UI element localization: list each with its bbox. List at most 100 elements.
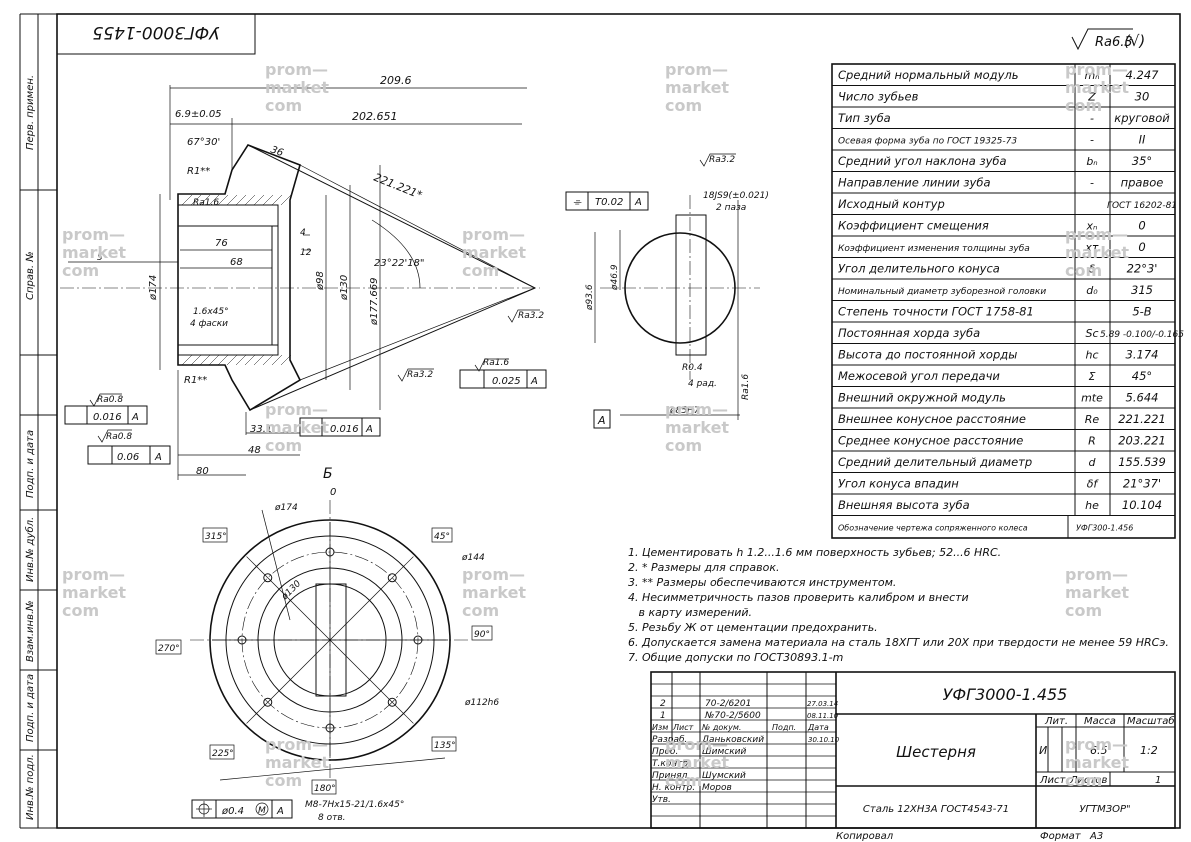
param-name: Высота до постоянной хорды bbox=[838, 348, 1017, 362]
view-b bbox=[190, 500, 470, 781]
param-name: Межосевой угол передачи bbox=[838, 369, 1000, 383]
scale-label: Масштаб bbox=[1127, 715, 1175, 727]
role-date: 30.10.10 bbox=[808, 736, 840, 744]
angle-45: 45° bbox=[434, 532, 450, 542]
param-name: Угол делительного конуса bbox=[838, 262, 1000, 276]
param-value: 35° bbox=[1132, 154, 1152, 168]
bolt-hole bbox=[263, 697, 273, 707]
watermark: prom— bbox=[265, 735, 328, 754]
dim-80: 80 bbox=[196, 466, 209, 477]
watermark: market bbox=[62, 243, 126, 262]
param-name: Постоянная хорда зуба bbox=[838, 326, 980, 340]
watermark: prom— bbox=[265, 400, 328, 419]
svg-text:A: A bbox=[131, 412, 139, 423]
param-value: II bbox=[1139, 133, 1146, 147]
watermark: prom— bbox=[62, 225, 125, 244]
rev-izm: 1 bbox=[660, 711, 666, 721]
role-name: Т.контр. bbox=[652, 759, 691, 769]
datum-a: A bbox=[597, 414, 606, 427]
watermark: prom— bbox=[462, 225, 525, 244]
dim-r1a: R1** bbox=[187, 166, 210, 177]
dim-177: ø177.669 bbox=[369, 278, 380, 326]
param-symbol: Z bbox=[1087, 91, 1096, 104]
watermark: prom— bbox=[665, 60, 728, 79]
note: в карту измерений. bbox=[628, 606, 752, 619]
angle-135: 135° bbox=[434, 741, 456, 751]
title-block-text: УФГ3000-1.455 Шестерня Сталь 12ХН3А ГОСТ… bbox=[836, 685, 1175, 842]
dim-174: ø174 bbox=[148, 275, 159, 301]
param-name: Средний угол наклона зуба bbox=[838, 154, 1007, 168]
watermark: com bbox=[62, 601, 99, 620]
watermark: prom— bbox=[665, 735, 728, 754]
bolt-hole bbox=[387, 573, 397, 583]
note: 5. Резьбу Ж от цементации предохранить. bbox=[628, 621, 878, 634]
dim-chamfer: 1.6x45° bbox=[193, 307, 229, 317]
view-label: Б bbox=[323, 466, 333, 482]
dim-v174: ø174 bbox=[274, 503, 298, 513]
note: 1. Цементировать h 1.2...1.6 мм поверхно… bbox=[628, 546, 1001, 559]
hdr-sign: Подп. bbox=[772, 723, 796, 732]
dim-76: 76 bbox=[215, 238, 228, 249]
mmc-icon bbox=[255, 802, 269, 816]
param-symbol: xₙ bbox=[1086, 220, 1098, 233]
side-stamp: Подп. и дата bbox=[25, 430, 36, 498]
watermark: market bbox=[462, 583, 526, 602]
watermark: com bbox=[265, 96, 302, 115]
side-stamp: Подп. и дата bbox=[25, 674, 36, 742]
dim-r1b: R1** bbox=[184, 375, 207, 386]
param-value: 5-B bbox=[1132, 305, 1151, 319]
dim-v144: ø144 bbox=[461, 553, 485, 563]
param-name: Средний делительный диаметр bbox=[838, 455, 1032, 469]
side-stamp: Справ. № bbox=[25, 251, 36, 300]
symmetry-icon: ⌯ bbox=[573, 197, 582, 208]
watermark: market bbox=[1065, 753, 1129, 772]
param-symbol: xτ bbox=[1084, 241, 1099, 254]
param-name: Обозначение чертежа сопряженного колеса bbox=[838, 524, 1028, 533]
tol-0025: 0.025 bbox=[492, 376, 521, 387]
param-value: 30 bbox=[1135, 90, 1150, 104]
angle-270: 270° bbox=[158, 644, 180, 654]
side-stamp-lines bbox=[20, 189, 57, 751]
material: Сталь 12ХН3А ГОСТ4543-71 bbox=[863, 804, 1009, 815]
param-symbol: mte bbox=[1081, 392, 1103, 405]
roughness-sign-icon bbox=[1071, 28, 1133, 51]
dim-202: 202.651 bbox=[352, 110, 398, 123]
format-label: Формат bbox=[1040, 831, 1082, 842]
roughness-ra08-b: Ra0.8 bbox=[106, 432, 132, 442]
watermark: com bbox=[665, 436, 702, 455]
mass-value: 6.5 bbox=[1090, 744, 1108, 757]
param-symbol: - bbox=[1090, 112, 1094, 125]
angle-225: 225° bbox=[212, 749, 234, 759]
format-value: А3 bbox=[1089, 831, 1103, 842]
param-symbol: d₀ bbox=[1086, 284, 1098, 297]
tol-006: 0.06 bbox=[117, 452, 139, 463]
note: 3. ** Размеры обеспечиваются инструменто… bbox=[628, 576, 896, 589]
dim-chamfer-count: 4 фаски bbox=[190, 319, 228, 329]
section-callouts: Ra3.2 Ra3.2 Ra1.6 0.025 A Ra0.8 0.016 A … bbox=[64, 309, 547, 465]
angle-315: 315° bbox=[205, 532, 227, 542]
param-value: 0 bbox=[1138, 240, 1145, 254]
role-person: Шимский bbox=[702, 747, 746, 757]
param-value: 0 bbox=[1138, 219, 1145, 233]
copied-label: Копировал bbox=[836, 831, 894, 842]
keyway-view: ⌯ T0.02 A Ra3.2 18JS9(±0.021) 2 паза ø46… bbox=[565, 153, 769, 429]
side-stamps: Перв. примен. Справ. № Подп. и дата Инв.… bbox=[24, 75, 36, 820]
param-name: Исходный контур bbox=[838, 197, 945, 211]
roughness-check: (√) bbox=[1124, 32, 1145, 50]
param-name: Коэффициент изменения толщины зуба bbox=[838, 244, 1030, 254]
lit-label: Лит. bbox=[1044, 716, 1068, 727]
designation-box-rotated bbox=[56, 13, 256, 55]
param-value: 155.539 bbox=[1118, 455, 1166, 469]
bolt-hole bbox=[263, 573, 273, 583]
param-name: Среднее конусное расстояние bbox=[838, 434, 1023, 448]
sheets-label: Листов bbox=[1069, 775, 1107, 786]
dim-6-9: 6.9±0.05 bbox=[175, 109, 222, 120]
datum-a-box bbox=[593, 409, 611, 429]
watermark: market bbox=[1065, 243, 1129, 262]
param-symbol: Re bbox=[1085, 413, 1100, 426]
watermark: com bbox=[1065, 96, 1102, 115]
scale-value: 1:2 bbox=[1140, 744, 1158, 757]
param-name: Направление линии зуба bbox=[838, 176, 991, 190]
watermark: market bbox=[265, 753, 329, 772]
